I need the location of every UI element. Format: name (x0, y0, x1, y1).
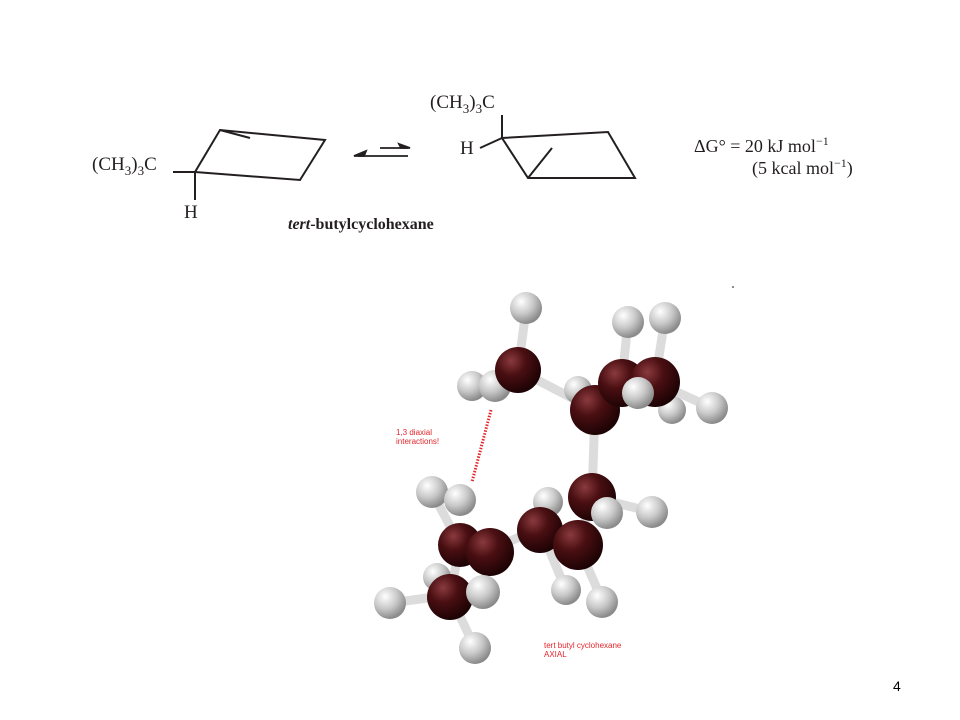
equilibrium-arrows (353, 142, 411, 157)
delta-g-line: ΔG° = 20 kJ mol−1 (694, 134, 829, 156)
compound-name: tert-butylcyclohexane (288, 216, 434, 233)
left-h-label: H (184, 202, 198, 223)
page-number: 4 (893, 678, 901, 694)
front-hydrogens (466, 377, 654, 609)
interaction-annotation: 1,3 diaxial interactions! (396, 428, 440, 446)
model-caption: tert butyl cyclohexane AXIAL (544, 641, 622, 659)
right-tbutyl-label: (CH3)3C (430, 92, 495, 116)
right-h-label: H (460, 138, 474, 159)
interaction-indicator (470, 409, 493, 483)
hydrogen-atoms (374, 292, 728, 664)
carbon-atoms (427, 347, 680, 620)
kcal-line: (5 kcal mol−1) (752, 156, 853, 178)
left-chair (173, 128, 327, 200)
right-chair (479, 115, 637, 179)
left-tbutyl-label: (CH3)3C (92, 154, 157, 178)
